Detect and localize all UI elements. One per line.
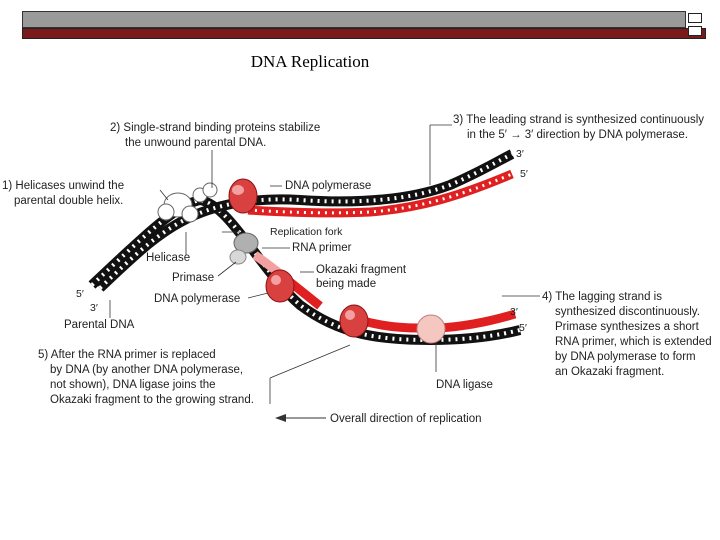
replication-fork-label: Replication fork xyxy=(270,226,343,238)
end-3-left: 3′ xyxy=(90,302,98,314)
leading-label-line2: in the 5′ → 3′ direction by DNA polymera… xyxy=(467,129,688,141)
header-gray-band xyxy=(22,11,686,28)
dna-polymerase-bottom-label: DNA polymerase xyxy=(154,293,240,305)
helicase-icon xyxy=(157,182,218,223)
slide-header-bar xyxy=(22,11,706,39)
ligase-step-line1: 5) After the RNA primer is replaced xyxy=(38,349,216,361)
header-square-bottom xyxy=(688,26,702,36)
header-red-band xyxy=(22,28,706,39)
lagging-label-line1: 4) The lagging strand is xyxy=(542,291,662,303)
end-5-top: 5′ xyxy=(520,168,528,180)
lagging-label-line6: an Okazaki fragment. xyxy=(555,366,664,378)
okazaki-fragment-joined xyxy=(358,315,421,333)
lagging-label-line3: Primase synthesizes a short xyxy=(555,321,700,333)
leader-lines xyxy=(109,124,540,404)
lagging-label-line5: by DNA polymerase to form xyxy=(555,351,696,363)
dna-ligase-label: DNA ligase xyxy=(436,379,493,391)
parental-dna-label: Parental DNA xyxy=(64,319,135,331)
rna-primer-label: RNA primer xyxy=(292,242,352,254)
ligase-step-line2: by DNA (by another DNA polymerase, xyxy=(50,364,243,376)
ssb-label-line2: the unwound parental DNA. xyxy=(125,137,266,149)
dna-ligase-icon xyxy=(416,314,446,344)
ligase-step-line3: not shown), DNA ligase joins the xyxy=(50,379,216,391)
dna-polymerase-top-label: DNA polymerase xyxy=(285,180,371,192)
dna-polymerase-top-icon xyxy=(228,178,258,214)
helicases-label-line1: 1) Helicases unwind the xyxy=(2,180,124,192)
lagging-label-line2: synthesized discontinuously. xyxy=(555,306,700,318)
ssb-label-line1: 2) Single-strand binding proteins stabil… xyxy=(110,122,320,134)
end-3-top: 3′ xyxy=(516,148,524,160)
slide-title: DNA Replication xyxy=(250,52,370,71)
parental-strand-lower xyxy=(88,194,522,346)
helicases-label-line2: parental double helix. xyxy=(14,195,123,207)
okazaki-label-line1: Okazaki fragment xyxy=(316,264,407,276)
lagging-label-line4: RNA primer, which is extended xyxy=(555,336,712,348)
primase-label: Primase xyxy=(172,272,214,284)
end-3-right: 3′ xyxy=(510,306,518,318)
leading-strand xyxy=(247,169,514,218)
helicase-label: Helicase xyxy=(146,252,190,264)
header-square-top xyxy=(688,13,702,23)
overall-direction-arrow xyxy=(275,414,326,422)
primase-icon xyxy=(229,232,259,265)
end-5-right: 5′ xyxy=(519,322,527,334)
okazaki-fragment-old xyxy=(439,309,517,333)
parental-strand-upper xyxy=(96,149,515,292)
dna-polymerase-bottom-icon xyxy=(265,269,369,338)
end-5-left: 5′ xyxy=(76,288,84,300)
overall-direction-label: Overall direction of replication xyxy=(330,413,482,425)
ligase-step-line4: Okazaki fragment to the growing strand. xyxy=(50,394,254,406)
okazaki-label-line2: being made xyxy=(316,278,376,290)
leading-label-line1: 3) The leading strand is synthesized con… xyxy=(453,114,704,126)
